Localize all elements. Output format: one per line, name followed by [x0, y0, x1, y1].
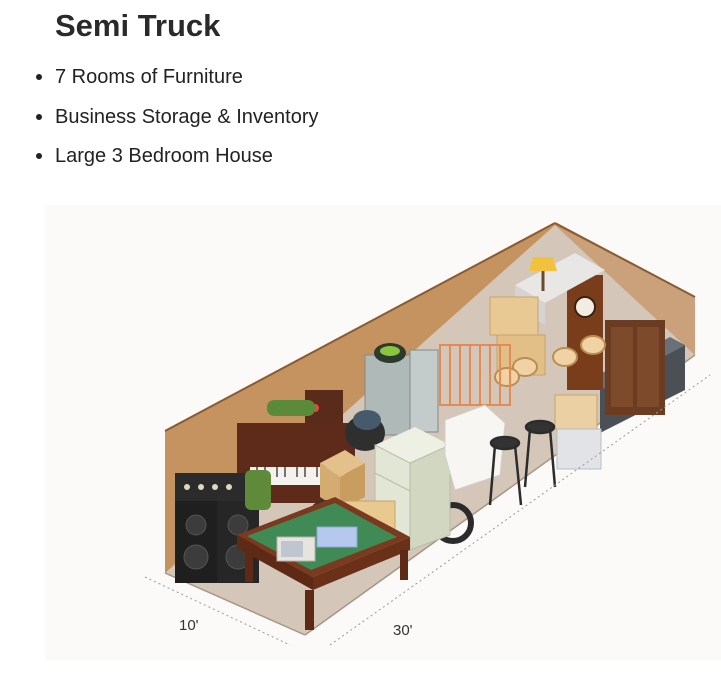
storage-unit-illustration: 10' 30' [45, 205, 721, 660]
armchair [444, 404, 506, 491]
page-title: Semi Truck [55, 8, 221, 43]
unit-feature-list: 7 Rooms of Furniture Business Storage & … [36, 62, 318, 181]
length-dimension-label: 30' [393, 622, 413, 639]
box [489, 296, 539, 336]
box [320, 450, 365, 477]
crib [439, 344, 511, 406]
feature-item: Large 3 Bedroom House [36, 141, 318, 181]
bed [515, 253, 605, 303]
box [316, 526, 358, 548]
width-dimension-label: 10' [179, 617, 199, 634]
lamp [529, 257, 557, 271]
speaker [175, 501, 217, 583]
drawer-unit [556, 428, 602, 470]
refrigerator [375, 427, 450, 463]
bar-stools [488, 419, 557, 506]
backpack [245, 470, 271, 510]
feature-item: Business Storage & Inventory [36, 102, 318, 142]
box [554, 394, 598, 430]
feature-item: 7 Rooms of Furniture [36, 62, 318, 102]
grandfather-clock [567, 275, 603, 390]
storage-unit-drawing: 10' 30' [45, 205, 721, 660]
sleeping-bag [267, 400, 315, 416]
tape-rolls [494, 335, 606, 387]
